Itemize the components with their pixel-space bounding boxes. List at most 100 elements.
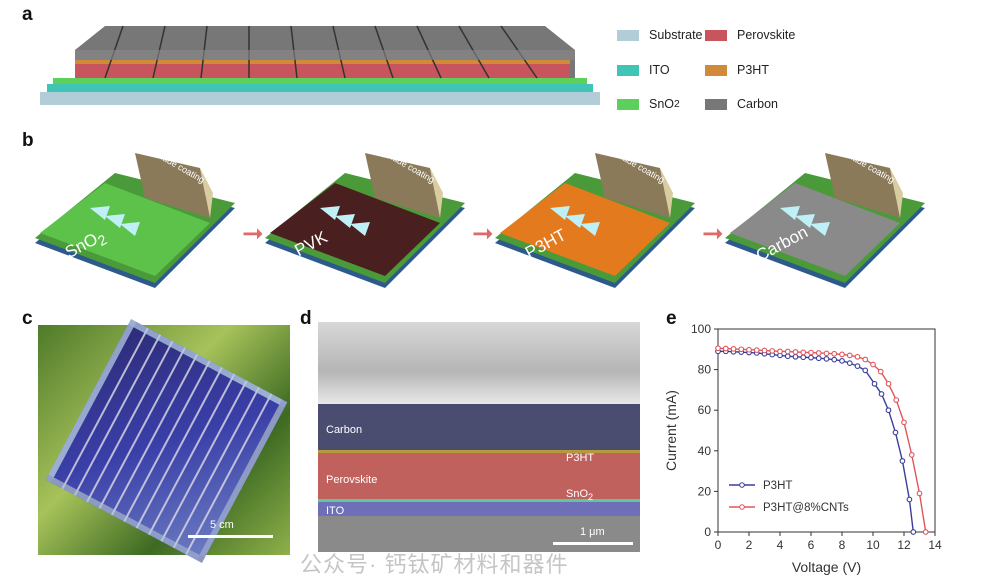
data-point bbox=[730, 346, 737, 352]
data-point bbox=[823, 355, 830, 362]
legend-ito: ITO bbox=[617, 63, 670, 77]
x-axis-label: Voltage (V) bbox=[792, 559, 861, 575]
x-tick-label: 8 bbox=[839, 538, 846, 552]
data-point bbox=[800, 349, 807, 356]
legend-p3ht: P3HT bbox=[705, 63, 769, 77]
legend-marker bbox=[739, 482, 745, 488]
coating-step: Blade coating P3HT bbox=[495, 148, 695, 288]
y-tick-label: 20 bbox=[698, 484, 712, 498]
legend-label: P3HT bbox=[737, 63, 769, 77]
data-point bbox=[815, 355, 822, 362]
x-tick-label: 14 bbox=[928, 538, 942, 552]
data-point bbox=[922, 529, 929, 535]
series-line bbox=[717, 347, 927, 533]
data-point bbox=[738, 346, 745, 353]
x-tick-label: 10 bbox=[866, 538, 880, 552]
device-schematic bbox=[40, 25, 600, 105]
data-point bbox=[815, 350, 822, 356]
data-point bbox=[753, 347, 760, 353]
sem-image: Carbon P3HT Perovskite SnO2 ITO 1 μm bbox=[318, 322, 640, 552]
data-point bbox=[901, 419, 907, 426]
data-point bbox=[885, 407, 892, 414]
data-point bbox=[715, 345, 721, 352]
data-point bbox=[808, 349, 814, 356]
data-point bbox=[792, 353, 799, 360]
data-point bbox=[885, 380, 892, 387]
label-carbon: Carbon bbox=[326, 424, 363, 436]
data-point bbox=[800, 354, 807, 361]
legend-carbon: Carbon bbox=[705, 97, 778, 111]
x-tick-label: 12 bbox=[897, 538, 911, 552]
watermark: 公众号· 钙钛矿材料和器件 bbox=[300, 552, 569, 577]
panel-label-c: c bbox=[22, 308, 33, 329]
y-tick-label: 80 bbox=[698, 363, 712, 377]
data-point bbox=[854, 363, 861, 369]
label-p3ht: P3HT bbox=[566, 452, 595, 464]
y-tick-label: 40 bbox=[698, 444, 712, 458]
data-point bbox=[877, 368, 884, 375]
sno2-sub: 2 bbox=[588, 492, 594, 503]
arrow-icon: ➞ bbox=[472, 218, 494, 248]
data-point bbox=[784, 348, 791, 355]
sno2-text: SnO bbox=[566, 488, 589, 500]
legend-sub: 2 bbox=[674, 98, 680, 110]
coating-illustration bbox=[35, 153, 235, 288]
label-sno2: SnO2 bbox=[566, 488, 593, 502]
y-tick-label: 0 bbox=[704, 525, 711, 539]
x-tick-label: 6 bbox=[808, 538, 815, 552]
scale-bar bbox=[188, 535, 273, 538]
data-point bbox=[823, 350, 830, 357]
legend-label: Carbon bbox=[737, 97, 778, 111]
data-point bbox=[831, 356, 838, 363]
data-point bbox=[854, 353, 861, 360]
coating-step: Blade coating PVK bbox=[265, 148, 465, 288]
solar-module bbox=[45, 319, 288, 563]
data-point bbox=[870, 361, 876, 368]
coating-step: Blade coating SnO2 bbox=[35, 148, 235, 288]
legend-perovskite: Perovskite bbox=[705, 28, 795, 42]
data-point bbox=[784, 353, 791, 360]
coating-illustration bbox=[725, 153, 925, 288]
data-point bbox=[892, 429, 899, 436]
panel-label-e: e bbox=[666, 308, 677, 329]
data-point bbox=[839, 358, 845, 364]
y-tick-label: 100 bbox=[691, 322, 711, 336]
data-point bbox=[722, 345, 729, 352]
legend-label: SnO bbox=[649, 97, 675, 111]
data-point bbox=[916, 490, 923, 497]
data-point bbox=[871, 380, 878, 387]
panel-label-a: a bbox=[22, 4, 33, 25]
coating-step: Blade coating Carbon bbox=[725, 148, 925, 288]
x-tick-label: 2 bbox=[746, 538, 753, 552]
data-point bbox=[862, 356, 869, 363]
label-ito: ITO bbox=[326, 505, 345, 517]
coating-illustration bbox=[265, 153, 465, 288]
data-point bbox=[761, 347, 768, 354]
data-point bbox=[769, 348, 776, 354]
scale-label: 1 μm bbox=[580, 526, 605, 538]
legend-label: Perovskite bbox=[737, 28, 796, 42]
data-point bbox=[893, 397, 900, 403]
device-photo: 5 cm bbox=[38, 319, 290, 563]
plot-frame bbox=[717, 328, 936, 533]
legend-label: ITO bbox=[649, 63, 670, 77]
y-tick-label: 60 bbox=[698, 403, 712, 417]
legend-label: P3HT bbox=[763, 480, 792, 492]
panel-label-b: b bbox=[22, 130, 34, 151]
legend-label: P3HT@8%CNTs bbox=[763, 502, 849, 514]
data-point bbox=[878, 391, 885, 397]
data-point bbox=[831, 350, 838, 357]
scale-bar bbox=[553, 542, 633, 545]
data-point bbox=[908, 452, 915, 458]
scale-label: 5 cm bbox=[210, 519, 234, 531]
arrow-icon: ➞ bbox=[242, 218, 264, 248]
coating-illustration bbox=[495, 153, 695, 288]
label-perovskite: Perovskite bbox=[326, 474, 378, 486]
legend-substrate: Substrate bbox=[617, 28, 703, 42]
data-point bbox=[910, 529, 917, 535]
panel-label-d: d bbox=[300, 308, 312, 329]
legend-marker bbox=[739, 504, 745, 510]
data-point bbox=[792, 349, 799, 355]
legend-label: Substrate bbox=[649, 28, 703, 42]
